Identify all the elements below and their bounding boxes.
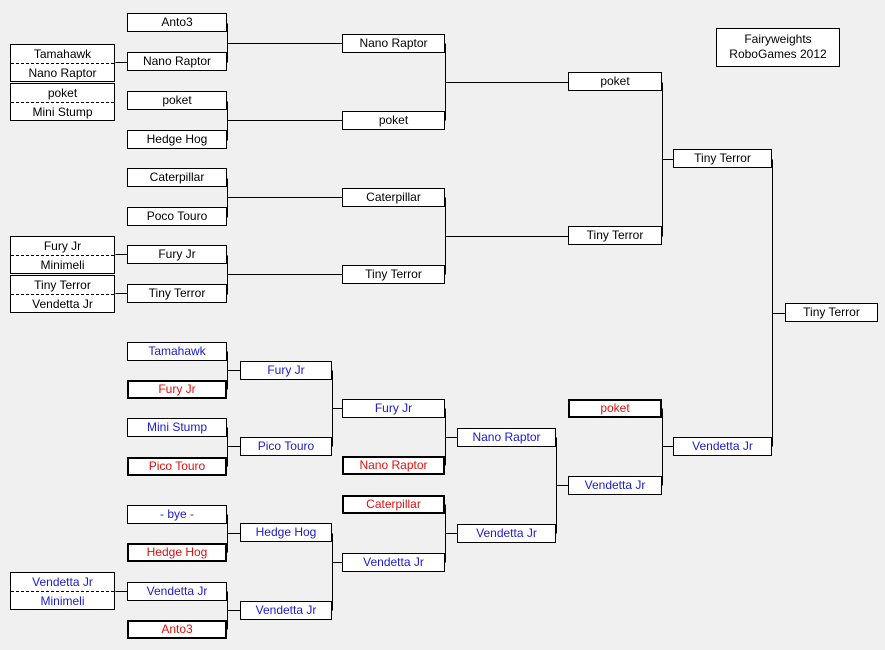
grand-final-slot: Tiny Terror <box>785 303 878 322</box>
losers-r1-slot-eliminated: Pico Touro <box>127 457 227 476</box>
losers-r3-slot: Vendetta Jr <box>342 553 445 572</box>
seed-pair-bottom: Minimeli <box>40 594 85 608</box>
seed-pair-bottom: Minimeli <box>40 258 85 272</box>
seed-pair-bottom: Nano Raptor <box>28 66 97 80</box>
winners-r1-slot: poket <box>127 91 227 110</box>
losers-r5-slot-eliminated: poket <box>568 399 662 418</box>
losers-final-slot: Vendetta Jr <box>673 437 772 456</box>
seed-pair: Tamahawk Nano Raptor <box>10 44 115 82</box>
winners-r3-slot: poket <box>568 72 662 91</box>
losers-r1-slot-eliminated: Hedge Hog <box>127 543 227 562</box>
seed-pair-bottom: Vendetta Jr <box>32 297 93 311</box>
seed-pair-top: Tamahawk <box>11 45 114 64</box>
losers-r1-slot: Tamahawk <box>127 342 227 361</box>
winners-r2-slot: Tiny Terror <box>342 265 445 284</box>
losers-r5-slot: Vendetta Jr <box>568 476 662 495</box>
losers-r1-slot-eliminated: Anto3 <box>127 620 227 639</box>
seed-pair-bottom: Mini Stump <box>32 105 93 119</box>
event-title-line1: Fairyweights <box>744 32 812 46</box>
seed-pair: Tiny Terror Vendetta Jr <box>10 275 115 313</box>
winners-r1-slot: Caterpillar <box>127 168 227 187</box>
seed-pair: poket Mini Stump <box>10 83 115 121</box>
winners-r1-slot: Fury Jr <box>127 245 227 264</box>
event-title-line2: RoboGames 2012 <box>729 47 827 61</box>
losers-r3-slot-eliminated: Caterpillar <box>342 495 445 514</box>
losers-r3-slot-eliminated: Nano Raptor <box>342 456 445 475</box>
winners-final-slot: Tiny Terror <box>673 149 772 168</box>
losers-r2-slot: Hedge Hog <box>240 523 332 542</box>
losers-r1-slot: Mini Stump <box>127 418 227 437</box>
winners-r2-slot: Nano Raptor <box>342 34 445 53</box>
winners-r2-slot: Caterpillar <box>342 188 445 207</box>
winners-r1-slot: Nano Raptor <box>127 52 227 71</box>
seed-pair: Fury Jr Minimeli <box>10 236 115 274</box>
winners-r1-slot: Anto3 <box>127 13 227 32</box>
losers-r3-slot: Fury Jr <box>342 399 445 418</box>
winners-r3-slot: Tiny Terror <box>568 226 662 245</box>
losers-r4-slot: Nano Raptor <box>457 428 556 447</box>
winners-r2-slot: poket <box>342 111 445 130</box>
losers-r4-slot: Vendetta Jr <box>457 524 556 543</box>
winners-r1-slot: Poco Touro <box>127 207 227 226</box>
losers-r2-slot: Vendetta Jr <box>240 601 332 620</box>
seed-pair-top: Tiny Terror <box>11 276 114 295</box>
event-title-box: Fairyweights RoboGames 2012 <box>716 28 840 67</box>
winners-r1-slot: Hedge Hog <box>127 130 227 149</box>
seed-pair-top: poket <box>11 84 114 103</box>
losers-r2-slot: Pico Touro <box>240 437 332 456</box>
seed-pair: Vendetta Jr Minimeli <box>10 572 115 610</box>
seed-pair-top: Vendetta Jr <box>11 573 114 592</box>
losers-r1-slot: Vendetta Jr <box>127 582 227 601</box>
losers-r1-slot: - bye - <box>127 505 227 524</box>
seed-pair-top: Fury Jr <box>11 237 114 256</box>
losers-r2-slot: Fury Jr <box>240 361 332 380</box>
losers-r1-slot-eliminated: Fury Jr <box>127 380 227 399</box>
winners-r1-slot: Tiny Terror <box>127 284 227 303</box>
